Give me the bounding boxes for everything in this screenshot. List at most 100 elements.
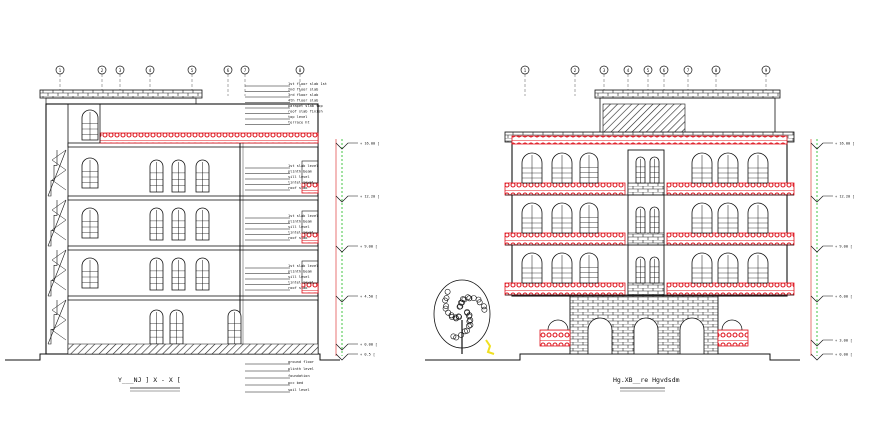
annotation-note: roof slab: [288, 286, 307, 290]
grid-bubble: [623, 65, 633, 75]
stair-flight: [48, 250, 58, 297]
level-marker-icon: [335, 142, 349, 150]
annotation-note: 1st slab level: [288, 264, 318, 268]
grid-bubble-label: 1: [59, 68, 62, 73]
grid-bubble: [570, 65, 580, 75]
grid-bubble: [97, 65, 107, 75]
stair-flight: [48, 300, 58, 345]
annotation-note: plinth level: [288, 367, 314, 371]
annotation-note: sill level: [288, 175, 310, 179]
level-label: + 3.00 [: [835, 339, 852, 343]
grid-bubble-label: 3: [119, 68, 122, 73]
grid-bubble-label: 3: [603, 68, 606, 73]
grid-bubble-label: 6: [663, 68, 666, 73]
grid-bubble-label: 8: [715, 68, 718, 73]
level-label: + 4.50 [: [360, 295, 377, 299]
grid-bubble: [659, 65, 669, 75]
grid-bubble: [55, 65, 65, 75]
grid-bubble: [240, 65, 250, 75]
roof-railing: [511, 135, 788, 145]
annotation-note: plinth beam: [288, 270, 312, 274]
grid-bubble-label: 7: [244, 68, 247, 73]
elevation-caption-group: Hg.XB__re Hgvdsdm: [613, 376, 680, 392]
level-marker-icon: [810, 295, 824, 303]
annotation-note: roof slab finish: [288, 110, 323, 114]
annotation-note: pcc bed: [288, 381, 303, 385]
grid-bubble-label: 5: [191, 68, 194, 73]
level-marker-icon: [335, 343, 349, 351]
balcony-railing: [666, 282, 795, 296]
annotation-note: ground floor: [288, 360, 315, 364]
level-marker-icon: [335, 195, 349, 203]
elevation-level-markers: + 16.00 [+ 12.20 [+ 9.00 [+ 6.00 [+ 3.00…: [810, 139, 854, 361]
annotation-note: foundation: [288, 374, 310, 378]
annotation-note: plinth beam: [288, 170, 312, 174]
section-notes: 1st floor slab 1st 2nd floor slab 3rd fl…: [245, 82, 327, 393]
annotation-note: sill level: [288, 225, 310, 229]
grid-bubble: [761, 65, 771, 75]
annotation-note: 2nd floor slab: [288, 88, 318, 92]
elevation-ground-line: [425, 353, 800, 361]
level-marker-icon: [810, 339, 824, 347]
grid-bubble: [145, 65, 155, 75]
elevation-arched-windows: [521, 152, 769, 284]
level-label: + 0.00 [: [360, 343, 377, 347]
annotation-note: sill level: [288, 275, 310, 279]
stair-flight: [48, 200, 58, 247]
balcony-railing: [504, 232, 626, 246]
annotation-note: lintel level: [288, 281, 314, 285]
annotation-note: top level: [288, 115, 307, 119]
elevation-caption: Hg.XB__re Hgvdsdm: [613, 376, 680, 384]
annotation-note: terrace ht: [288, 121, 310, 125]
section-caption: Y___NJ ] X - X [: [118, 376, 181, 384]
grid-bubble-label: 4: [149, 68, 152, 73]
level-marker-icon: [810, 353, 824, 361]
level-marker-icon: [335, 245, 349, 253]
annotation-note: 3rd floor slab: [288, 93, 318, 97]
section-caption-group: Y___NJ ] X - X [: [118, 376, 181, 392]
annotation-note: 1st slab level: [288, 164, 318, 168]
annotation-note: 1st floor slab 1st: [288, 82, 327, 86]
grid-bubble: [711, 65, 721, 75]
level-label: + 9.00 [: [360, 245, 377, 249]
annotation-note: parapet slab top: [288, 104, 323, 108]
grid-bubble: [683, 65, 693, 75]
level-marker-icon: [335, 295, 349, 303]
level-label: + 16.00 [: [835, 142, 854, 146]
stair-flight: [48, 150, 58, 197]
level-label: + 0.5 [: [360, 353, 375, 357]
grid-bubble-label: 5: [647, 68, 650, 73]
section-staircase: [45, 103, 69, 355]
floor-slab: [67, 195, 319, 201]
grid-bubble-label: 2: [574, 68, 577, 73]
section-level-markers: + 16.00 [ + 12.20 [ + 9.00 [ + 4.50 [ + 0.00…: [335, 139, 379, 361]
annotation-note: roof slab: [288, 236, 307, 240]
grid-bubble: [643, 65, 653, 75]
elevation-hatched-panel: [602, 103, 686, 135]
elevation-penthouse-cornice: [594, 89, 781, 99]
grid-bubble-label: 2: [101, 68, 104, 73]
balcony-railing: [504, 282, 626, 296]
annotation-note: plinth beam: [288, 220, 312, 224]
level-marker-icon: [810, 142, 824, 150]
grid-bubble-label: 1: [524, 68, 527, 73]
balcony-railing: [504, 182, 626, 196]
level-label: + 0.00 [: [835, 353, 852, 357]
level-label: + 16.00 [: [360, 142, 379, 146]
level-label: + 6.00 [: [835, 295, 852, 299]
annotation-note: 1st slab level: [288, 214, 318, 218]
floor-slab: [67, 245, 319, 251]
grid-bubble: [599, 65, 609, 75]
grid-bubble: [187, 65, 197, 75]
grid-bubble-label: 7: [687, 68, 690, 73]
annotation-note: lintel level: [288, 181, 314, 185]
level-label: + 12.20 [: [360, 195, 379, 199]
level-marker-icon: [810, 195, 824, 203]
annotation-note: 4th floor slab: [288, 99, 318, 103]
section-roof-railing: [99, 132, 319, 144]
